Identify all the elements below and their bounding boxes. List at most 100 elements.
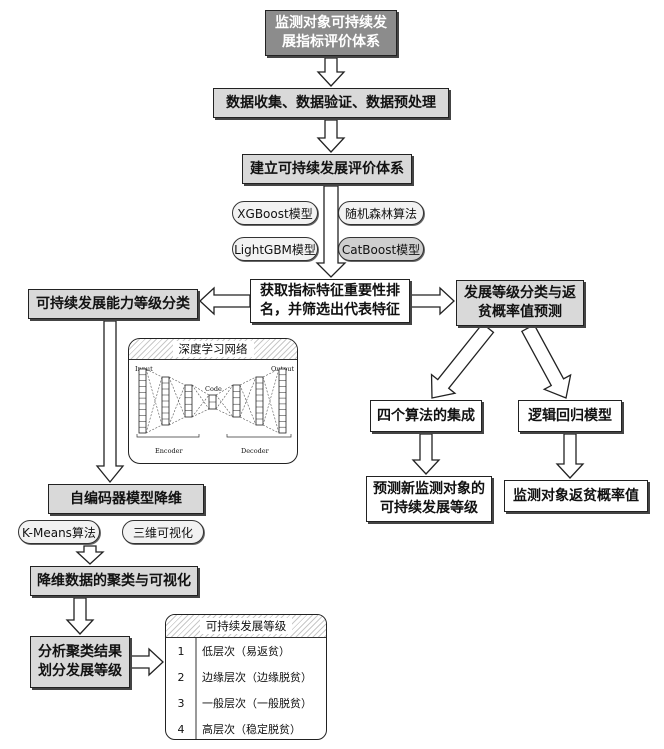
level-text: 高层次（稳定脱贫） bbox=[202, 723, 301, 736]
network-connection bbox=[145, 376, 163, 434]
network-connection bbox=[191, 384, 210, 410]
arrow-right-to-logistic bbox=[520, 323, 572, 399]
network-layer bbox=[138, 368, 147, 434]
classify-right-label: 发展等级分类与返贫概率值预测 bbox=[464, 285, 576, 320]
arrow-analysis-to-levels bbox=[129, 647, 164, 677]
lightgbm-pill: LightGBM模型 bbox=[232, 237, 318, 261]
network-connection bbox=[145, 368, 163, 378]
network-layer bbox=[232, 384, 241, 418]
level-number: 1 bbox=[177, 644, 185, 658]
network-connection bbox=[191, 394, 210, 418]
ensemble-label: 四个算法的集成 bbox=[377, 407, 475, 424]
kmeans-label: K-Means算法 bbox=[22, 525, 96, 540]
network-connection bbox=[262, 376, 280, 434]
kmeans-pill: K-Means算法 bbox=[18, 520, 100, 544]
analysis-label: 分析聚类结果划分发展等级 bbox=[38, 644, 122, 679]
decoder-label: Decoder bbox=[241, 447, 269, 455]
levels-list: 1 低层次（易返贫） 2 边缘层次（边缘脱贫） 3 一般层次（一般脱贫） 4 高… bbox=[166, 638, 326, 739]
encoder-label: Encoder bbox=[155, 447, 183, 455]
arrow-right-to-ensemble bbox=[430, 322, 495, 399]
network-connection bbox=[145, 424, 163, 434]
arrow-title-to-data bbox=[316, 57, 346, 87]
encoder-bracket bbox=[136, 434, 200, 438]
classify-left-node: 可持续发展能力等级分类 bbox=[28, 289, 198, 319]
title-node: 监测对象可持续发展指标评价体系 bbox=[265, 10, 397, 56]
build-system-label: 建立可持续发展评价体系 bbox=[250, 160, 404, 177]
network-connection bbox=[215, 394, 234, 418]
level-row: 2 边缘层次（边缘脱贫） bbox=[166, 664, 326, 690]
network-connection bbox=[262, 368, 280, 426]
predict-prob-label: 监测对象返贫概率值 bbox=[513, 487, 639, 504]
deep-learning-title: 深度学习网络 bbox=[129, 339, 297, 360]
build-system-node: 建立可持续发展评价体系 bbox=[242, 154, 412, 184]
feature-importance-label: 获取指标特征重要性排名，并筛选出代表特征 bbox=[260, 283, 400, 318]
predict-level-node: 预测新监测对象的可持续发展等级 bbox=[366, 476, 492, 522]
arrow-pills-to-cluster bbox=[75, 545, 105, 565]
random-forest-label: 随机森林算法 bbox=[344, 206, 417, 221]
arrow-cluster-to-analysis bbox=[65, 597, 95, 635]
network-connection bbox=[215, 384, 234, 396]
logistic-node: 逻辑回归模型 bbox=[518, 400, 622, 432]
network-connection bbox=[145, 368, 163, 426]
cluster-node: 降维数据的聚类与可视化 bbox=[30, 566, 198, 596]
network-connection bbox=[239, 384, 257, 426]
network-connection bbox=[262, 368, 280, 378]
xgboost-label: XGBoost模型 bbox=[237, 206, 313, 221]
network-connection bbox=[239, 376, 257, 386]
network-connection bbox=[191, 384, 210, 396]
deep-learning-panel: 深度学习网络 Input Code Output Encoder Decoder bbox=[128, 338, 298, 464]
data-processing-label: 数据收集、数据验证、数据预处理 bbox=[226, 94, 436, 111]
catboost-pill: CatBoost模型 bbox=[338, 237, 424, 261]
arrow-left-to-autoencoder bbox=[95, 320, 125, 484]
level-row: 3 一般层次（一般脱贫） bbox=[166, 690, 326, 716]
network-connection bbox=[168, 376, 186, 386]
autoencoder-label: 自编码器模型降维 bbox=[70, 490, 182, 507]
analysis-node: 分析聚类结果划分发展等级 bbox=[30, 636, 130, 688]
xgboost-pill: XGBoost模型 bbox=[232, 201, 318, 225]
network-connection bbox=[215, 408, 234, 418]
autoencoder-node: 自编码器模型降维 bbox=[48, 484, 204, 514]
viz3d-pill: 三维可视化 bbox=[122, 520, 204, 544]
arrow-logistic-to-prob bbox=[555, 433, 585, 479]
network-connection bbox=[239, 376, 257, 418]
levels-title-text: 可持续发展等级 bbox=[199, 618, 293, 634]
network-connection bbox=[168, 376, 186, 418]
level-number: 2 bbox=[177, 670, 185, 684]
level-row: 4 高层次（稳定脱贫） bbox=[166, 716, 326, 739]
catboost-label: CatBoost模型 bbox=[341, 242, 421, 257]
arrow-feature-to-left bbox=[199, 286, 251, 316]
deep-learning-title-text: 深度学习网络 bbox=[172, 341, 254, 357]
random-forest-pill: 随机森林算法 bbox=[338, 201, 424, 225]
level-text: 边缘层次（边缘脱贫） bbox=[202, 671, 312, 684]
data-processing-node: 数据收集、数据验证、数据预处理 bbox=[213, 88, 449, 118]
code-label: Code bbox=[205, 385, 222, 393]
classify-right-node: 发展等级分类与返贫概率值预测 bbox=[456, 280, 584, 326]
level-text: 低层次（易返贫） bbox=[202, 645, 290, 658]
network-connection bbox=[191, 408, 210, 418]
network-connection bbox=[215, 384, 234, 410]
autoencoder-diagram bbox=[136, 368, 292, 438]
network-connection bbox=[168, 384, 186, 426]
feature-importance-node: 获取指标特征重要性排名，并筛选出代表特征 bbox=[250, 279, 410, 323]
lightgbm-label: LightGBM模型 bbox=[234, 242, 316, 257]
network-connection bbox=[262, 424, 280, 434]
cluster-label: 降维数据的聚类与可视化 bbox=[37, 572, 191, 589]
logistic-label: 逻辑回归模型 bbox=[528, 407, 612, 424]
predict-level-label: 预测新监测对象的可持续发展等级 bbox=[373, 481, 485, 516]
levels-panel: 可持续发展等级 1 低层次（易返贫） 2 边缘层次（边缘脱贫） 3 一般层次（一… bbox=[165, 614, 327, 740]
arrow-data-to-build bbox=[316, 119, 346, 153]
classify-left-label: 可持续发展能力等级分类 bbox=[36, 295, 190, 312]
level-number: 4 bbox=[177, 722, 185, 736]
network-layer bbox=[278, 368, 287, 434]
decoder-bracket bbox=[226, 434, 292, 438]
network-layer bbox=[184, 384, 193, 418]
level-row: 1 低层次（易返贫） bbox=[166, 638, 326, 664]
level-number: 3 bbox=[177, 696, 185, 710]
arrow-feature-to-right bbox=[409, 286, 455, 316]
viz3d-label: 三维可视化 bbox=[132, 525, 193, 540]
title-node-label: 监测对象可持续发展指标评价体系 bbox=[275, 15, 387, 50]
ensemble-node: 四个算法的集成 bbox=[370, 400, 482, 432]
predict-prob-node: 监测对象返贫概率值 bbox=[504, 480, 648, 512]
arrow-build-to-feature bbox=[315, 185, 347, 278]
